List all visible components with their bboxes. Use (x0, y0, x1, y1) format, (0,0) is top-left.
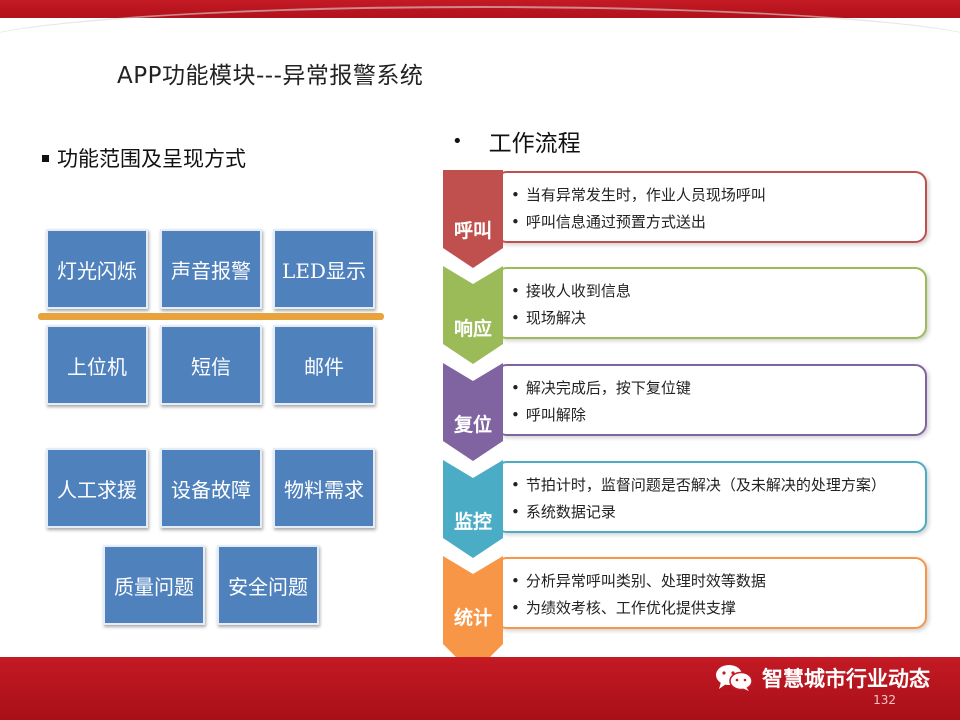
step-label-statistics: 统计 (453, 607, 492, 629)
tile-light-flash: 灯光闪烁 (46, 229, 148, 309)
tile-manual-help: 人工求援 (46, 448, 148, 528)
tile-safety-issue: 安全问题 (217, 545, 319, 625)
decorative-curve (0, 6, 960, 48)
slide-title: APP功能模块---异常报警系统 (117, 63, 424, 89)
step-label-monitor: 监控 (453, 511, 492, 533)
tile-email: 邮件 (273, 325, 375, 405)
square-bullet-icon (42, 154, 49, 162)
right-heading-text: 工作流程 (488, 131, 581, 157)
tile-sms: 短信 (160, 325, 262, 405)
tile-material-demand: 物料需求 (273, 448, 375, 528)
step-box-statistics: •分析异常呼叫类别、处理时效等数据 •为绩效考核、工作优化提供支撑 (495, 557, 927, 629)
tile-equipment-fault: 设备故障 (160, 448, 262, 528)
step-label-reset: 复位 (453, 414, 492, 436)
left-section-heading: 功能范围及呈现方式 (42, 143, 246, 173)
tile-quality-issue: 质量问题 (103, 545, 205, 625)
chevron-monitor-icon (443, 460, 503, 558)
chevron-call-icon (443, 170, 503, 268)
page-number: 132 (873, 693, 896, 707)
brand-text: 智慧城市行业动态 (762, 667, 930, 691)
brand-watermark: 智慧城市行业动态 (714, 664, 930, 692)
chevron-reset-icon (443, 363, 503, 461)
bottom-red-band (0, 657, 960, 720)
orange-divider (38, 313, 384, 320)
tile-host-computer: 上位机 (46, 325, 148, 405)
dot-bullet-icon: • (452, 130, 463, 152)
step-box-respond: •接收人收到信息 •现场解决 (495, 267, 927, 339)
tile-led-display: LED显示 (273, 229, 375, 309)
step-label-call: 呼叫 (453, 220, 492, 242)
chevron-statistics-icon (443, 556, 503, 674)
wechat-icon (716, 665, 753, 691)
step-box-reset: •解决完成后，按下复位键 •呼叫解除 (495, 364, 927, 436)
left-heading-text: 功能范围及呈现方式 (57, 147, 246, 171)
right-section-heading: • 工作流程 (452, 124, 581, 158)
step-box-monitor: •节拍计时，监督问题是否解决（及未解决的处理方案） •系统数据记录 (495, 461, 927, 533)
step-label-respond: 响应 (453, 318, 492, 340)
tile-sound-alarm: 声音报警 (160, 229, 262, 309)
step-box-call: •当有异常发生时，作业人员现场呼叫 •呼叫信息通过预置方式送出 (495, 171, 927, 243)
chevron-respond-icon (443, 266, 503, 364)
